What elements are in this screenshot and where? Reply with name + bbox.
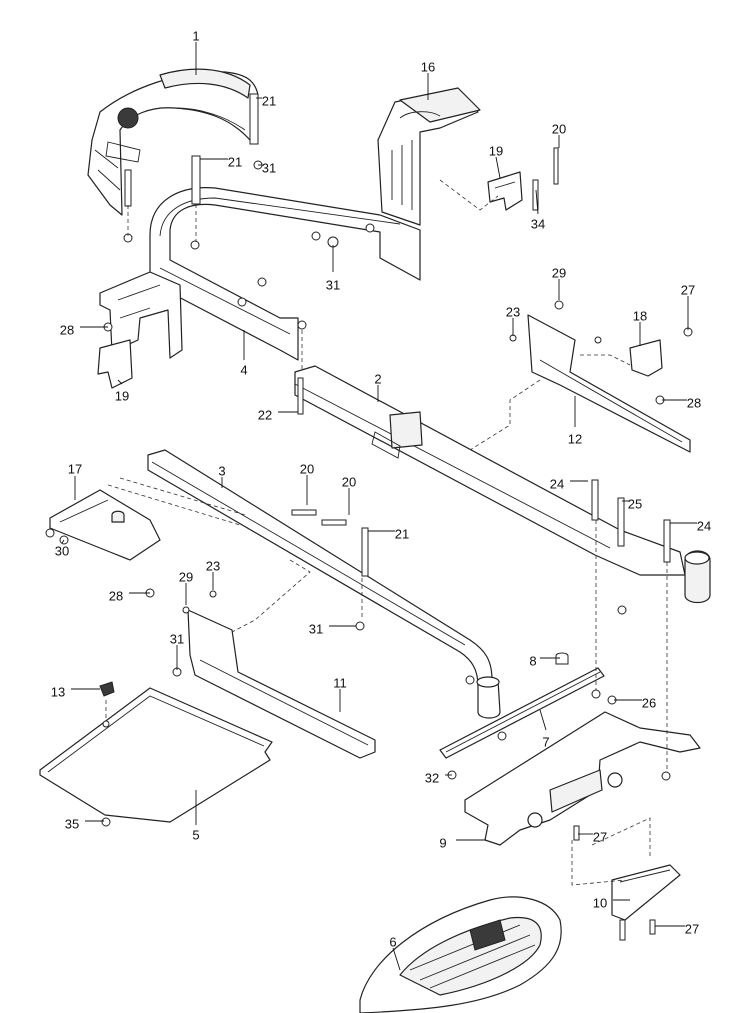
callout-label-3: 3 (218, 463, 225, 478)
callout-label-2: 2 (374, 371, 381, 386)
part-5-floor-panel (39, 687, 273, 823)
callout-label-8: 8 (529, 653, 536, 668)
callout-label-25: 25 (628, 496, 642, 511)
callout-label-27: 27 (681, 282, 695, 297)
callout-label-5: 5 (192, 827, 199, 842)
callout-label-20: 20 (300, 461, 314, 476)
part-17-floor-plate (49, 489, 161, 561)
callout-leader-19 (495, 156, 501, 179)
callout-label-23: 23 (206, 558, 220, 573)
callout-label-23: 23 (506, 304, 520, 319)
callout-label-28: 28 (109, 588, 123, 603)
callout-label-27: 27 (593, 829, 607, 844)
callout-label-13: 13 (51, 684, 65, 699)
callout-label-24: 24 (550, 476, 564, 491)
callout-leader-34 (535, 189, 539, 215)
callout-label-4: 4 (240, 362, 247, 377)
callout-label-19: 19 (489, 143, 503, 158)
callout-label-21: 21 (228, 154, 242, 169)
callout-label-26: 26 (642, 695, 656, 710)
callout-label-27: 27 (685, 921, 699, 936)
callout-label-12: 12 (568, 431, 582, 446)
part-4-rear-frame (149, 187, 421, 361)
callout-label-28: 28 (687, 395, 701, 410)
callout-label-24: 24 (697, 518, 711, 533)
callout-label-31: 31 (170, 631, 184, 646)
callout-label-22: 22 (258, 407, 272, 422)
part-6-front-footrest (359, 896, 562, 1013)
callout-label-29: 29 (552, 265, 566, 280)
part-16-upper-bracket (377, 87, 481, 226)
part-11-left-rail (187, 609, 376, 759)
callout-label-31: 31 (326, 277, 340, 292)
callout-label-21: 21 (262, 93, 276, 108)
part-12-right-rail (527, 314, 691, 453)
callout-label-10: 10 (593, 895, 607, 910)
part-left-bracket (97, 271, 183, 389)
callout-leader-30 (61, 539, 65, 544)
callout-label-6: 6 (389, 934, 396, 949)
callout-label-9: 9 (439, 835, 446, 850)
callout-leader-6 (392, 947, 401, 971)
callout-label-20: 20 (552, 121, 566, 136)
callout-label-20: 20 (342, 474, 356, 489)
part-9-lower-bracket (464, 711, 701, 846)
callout-leader-7 (539, 709, 547, 731)
callout-label-21: 21 (395, 526, 409, 541)
callout-label-32: 32 (425, 770, 439, 785)
callout-label-17: 17 (68, 461, 82, 476)
callout-label-11: 11 (333, 675, 347, 690)
callout-label-19: 19 (115, 388, 129, 403)
part-7-plate-bar (439, 667, 605, 759)
part-2-main-crossbar (294, 365, 711, 604)
callout-label-31: 31 (309, 621, 323, 636)
part-10-small-bracket (611, 864, 681, 921)
callout-label-7: 7 (542, 734, 549, 749)
part-3-left-frame (147, 449, 501, 719)
callout-label-1: 1 (192, 28, 199, 43)
callout-label-16: 16 (421, 59, 435, 74)
fasteners (45, 93, 693, 941)
callout-label-35: 35 (65, 816, 79, 831)
part-18-bracket (629, 339, 663, 377)
callout-label-34: 34 (531, 216, 545, 231)
callout-leader-19 (117, 379, 123, 385)
part-1-fender-cover (87, 68, 259, 216)
alignment-lines (105, 179, 668, 886)
callout-label-28: 28 (60, 322, 74, 337)
part-19-right-bracket (487, 171, 523, 211)
callout-label-18: 18 (633, 308, 647, 323)
callout-label-29: 29 (179, 569, 193, 584)
callout-label-30: 30 (55, 543, 69, 558)
callout-label-31: 31 (262, 160, 276, 175)
